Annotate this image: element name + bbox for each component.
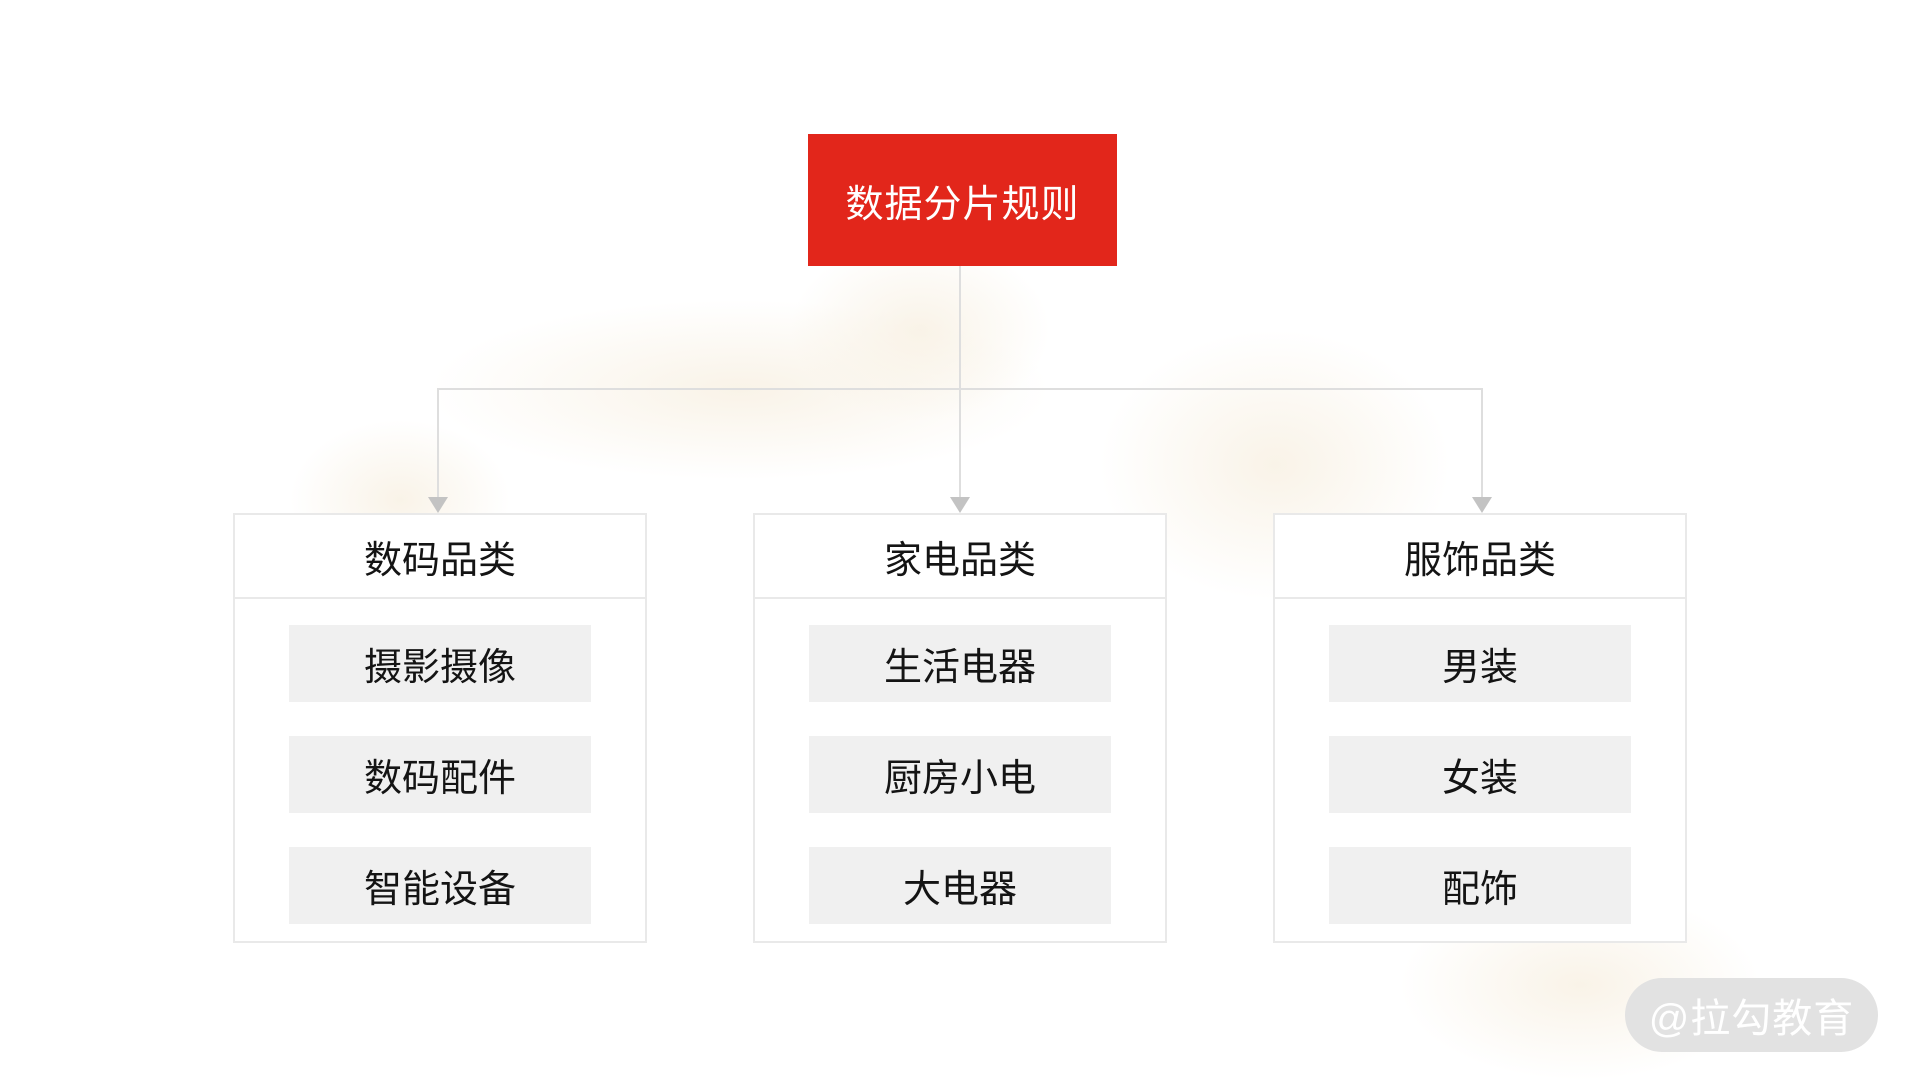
category-item: 大电器 <box>809 847 1111 924</box>
connector-left-drop-line <box>437 388 439 499</box>
watermark-badge: @拉勾教育 <box>1625 978 1878 1052</box>
category-item: 摄影摄像 <box>289 625 591 702</box>
category-item: 女装 <box>1329 736 1631 813</box>
connector-horizontal-line <box>437 388 1483 390</box>
arrow-down-icon <box>950 497 970 513</box>
category-item: 男装 <box>1329 625 1631 702</box>
category-box-appliance: 家电品类 生活电器 厨房小电 大电器 <box>753 513 1167 943</box>
background-tint <box>790 240 1050 420</box>
category-item: 数码配件 <box>289 736 591 813</box>
connector-trunk-line <box>959 266 961 499</box>
watermark-label: @拉勾教育 <box>1648 997 1855 1041</box>
category-item: 生活电器 <box>809 625 1111 702</box>
category-title-appliance: 家电品类 <box>755 515 1165 599</box>
category-box-digital: 数码品类 摄影摄像 数码配件 智能设备 <box>233 513 647 943</box>
arrow-down-icon <box>1472 497 1492 513</box>
category-item: 配饰 <box>1329 847 1631 924</box>
root-node-label: 数据分片规则 <box>845 183 1080 226</box>
category-item: 厨房小电 <box>809 736 1111 813</box>
category-body: 生活电器 厨房小电 大电器 <box>755 599 1165 924</box>
category-title-digital: 数码品类 <box>235 515 645 599</box>
background-tint <box>430 300 1050 480</box>
category-title-apparel: 服饰品类 <box>1275 515 1685 599</box>
arrow-down-icon <box>428 497 448 513</box>
category-body: 摄影摄像 数码配件 智能设备 <box>235 599 645 924</box>
root-node: 数据分片规则 <box>808 134 1117 266</box>
category-body: 男装 女装 配饰 <box>1275 599 1685 924</box>
connector-right-drop-line <box>1481 388 1483 499</box>
category-box-apparel: 服饰品类 男装 女装 配饰 <box>1273 513 1687 943</box>
category-item: 智能设备 <box>289 847 591 924</box>
